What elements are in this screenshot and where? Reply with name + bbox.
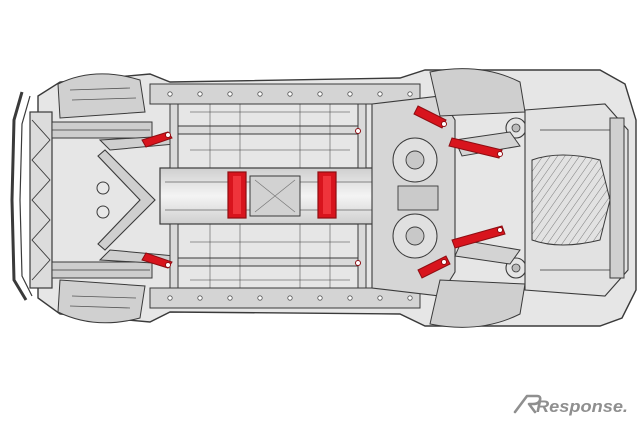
floor-crossmembers (169, 103, 367, 289)
watermark-text: Response. (536, 397, 628, 416)
brace-bolts (165, 121, 503, 268)
trunk-floor (524, 103, 629, 297)
front-subframe (96, 135, 176, 265)
rear-lower-lateral-brace (451, 225, 506, 249)
front-crash-structure (10, 91, 153, 301)
front-right-strut-brace (141, 252, 173, 269)
response-logo: Response. (513, 392, 631, 418)
front-wheel-well-top (57, 73, 146, 119)
rear-wheel-well-bottom (429, 257, 527, 328)
rear-floor (371, 95, 456, 297)
center-tunnel (159, 167, 401, 225)
reinforcement-braces (141, 105, 506, 279)
rear-upper-lateral-brace (448, 137, 503, 159)
front-left-strut-brace (141, 131, 173, 148)
front-wheel-well-bottom (57, 279, 146, 324)
response-logo-icon (513, 394, 542, 414)
rear-upper-link-brace (413, 105, 447, 129)
